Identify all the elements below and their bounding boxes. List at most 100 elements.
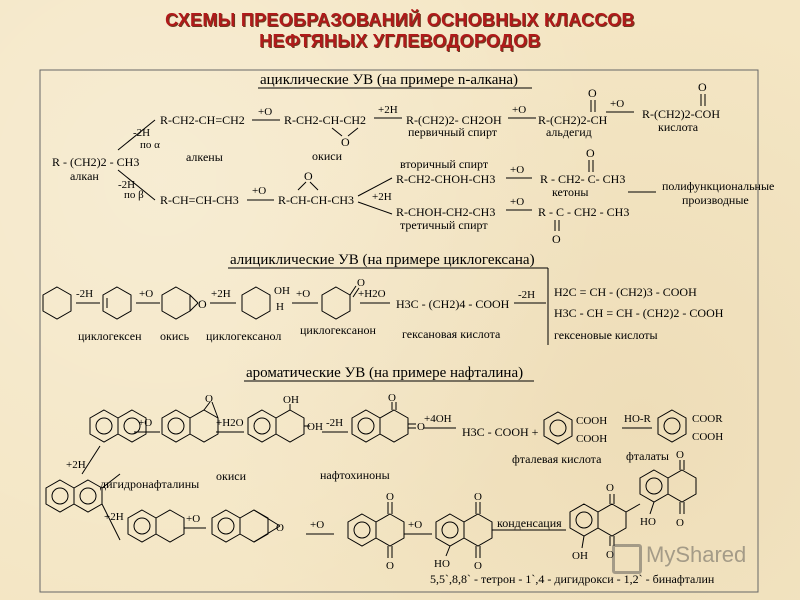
cyclohexane-ring: [42, 286, 72, 320]
acyclic-section: ациклические УВ (на примере n-алкана) R …: [52, 72, 774, 246]
reagent-o-arom-1: +O: [138, 417, 152, 429]
cyclohexanone-co-bond-a: [349, 285, 357, 296]
reagent-h2o-alicyclic: +H2O: [358, 288, 386, 300]
epoxide-2-arom-oxygen: O: [276, 522, 284, 534]
epoxide-arom-oxygen: O: [205, 393, 213, 405]
quinone-2-oxygen-top: O: [386, 491, 394, 503]
epoxide-2-oxygen: O: [304, 169, 313, 183]
aromatic-header: ароматические УВ (на примере нафталина): [246, 365, 523, 381]
phthalate-ring: [657, 409, 687, 443]
reagent-h2o-arom: +H2O: [216, 417, 244, 429]
cyclohexene-ring: [102, 286, 132, 320]
aldehyde-oxygen: O: [588, 86, 597, 100]
primary-alcohol-label: первичный спирт: [408, 125, 498, 139]
alkene-1: R-CH2-CH=CH2: [160, 113, 245, 127]
aromatic-section: ароматические УВ (на примере нафталина) …: [45, 365, 723, 586]
phthalates-label: фталаты: [626, 449, 669, 463]
naphthoquinone-1: [351, 402, 416, 443]
tetrone-oxygen-3: O: [676, 449, 684, 461]
branch-to-secondary-alcohol: [357, 177, 393, 197]
hydroxy-naphthoquinone: [435, 502, 493, 558]
epoxides-arom-label: окиси: [216, 469, 247, 483]
carboxylic-acid: R-(CH2)2-COH: [642, 107, 720, 121]
reagent-hor: HO-R: [624, 413, 652, 425]
hexenoic-acid-1: H2C = CH - (CH2)3 - COOH: [554, 285, 697, 299]
watermark: MyShared: [612, 538, 762, 578]
tetrone-oxygen-2: O: [606, 549, 614, 561]
reagent-o-1: +O: [258, 106, 272, 118]
secondary-alcohol-label: вторичный спирт: [400, 157, 489, 171]
hq-oxygen-bottom: O: [474, 560, 482, 572]
cyclohexanol-oh: OH: [274, 285, 290, 297]
tetrone-oxygen-1: O: [606, 482, 614, 494]
ketones-label: кетоны: [552, 185, 588, 199]
cyclohexanol-ring: [241, 286, 271, 320]
branch-to-dihydro-top: [101, 473, 121, 489]
cyclohexanol-h: H: [276, 301, 284, 313]
phthalate-coor: COOR: [692, 413, 723, 425]
hexanoic-acid-label: гексановая кислота: [402, 327, 501, 341]
reagent-m2h-arom: -2H: [326, 417, 343, 429]
alkene-2: R-CH=CH-CH3: [160, 193, 239, 207]
hq-ho: HO: [434, 558, 450, 570]
reagent-o-5: +O: [510, 164, 524, 176]
naphthoquinone-oxygen-top: O: [388, 392, 396, 404]
epoxide-label: окись: [160, 329, 190, 343]
cyclohexanone-co-bond-b: [352, 287, 360, 298]
tetrone-oh: OH: [572, 550, 588, 562]
epoxide-2-bond-right: [309, 181, 319, 191]
alicyclic-header: алициклические УВ (на примере циклогекса…: [230, 252, 535, 268]
epoxide-1-oxygen: O: [341, 135, 350, 149]
naphthalene-1: [89, 409, 147, 443]
tetrone-ho: HO: [640, 516, 656, 528]
diol-oh-right: OH: [307, 421, 323, 433]
reagent-2h-1: +2H: [378, 104, 398, 116]
aldehyde-label: альдегид: [546, 125, 592, 139]
reagent-o-arom-2: +O: [186, 513, 200, 525]
naphthalene-epoxide: [161, 401, 219, 443]
naphthoquinone-oxygen-right: O: [417, 421, 425, 433]
epoxide-1-bond-right: [347, 127, 359, 137]
reagent-o-alicyclic-2: +O: [296, 288, 310, 300]
reagent-o-arom-4: +O: [408, 519, 422, 531]
reagent-o-arom-3: +O: [310, 519, 324, 531]
reagent-2h-arom-1: +2H: [66, 459, 86, 471]
branch-line-bottom: [117, 169, 156, 201]
acid-label: кислота: [658, 120, 699, 134]
binaphthalene-caption: 5,5`,8,8` - тетрон - 1`,4 - дигидрокси -…: [430, 572, 715, 586]
hq-oxygen-top: O: [474, 491, 482, 503]
acetic-acid: H3C - COOH +: [462, 425, 539, 439]
slide-title: СХЕМЫ ПРЕОБРАЗОВАНИЙ ОСНОВНЫХ КЛАССОВ НЕ…: [0, 10, 800, 52]
reagent-m2h: -2H: [76, 288, 93, 300]
naphthalene-epoxide-2: [211, 509, 281, 543]
title-line-1: СХЕМЫ ПРЕОБРАЗОВАНИЙ ОСНОВНЫХ КЛАССОВ: [165, 10, 635, 30]
hexenoic-acids-label: гексеновые кислоты: [554, 328, 658, 342]
branch-to-dihydro-bottom: [101, 503, 121, 541]
cyclohexanol-label: циклогексанол: [206, 329, 281, 343]
epoxide-1: R-CH2-CH-CH2: [284, 113, 366, 127]
hexanoic-acid: H3C - (CH2)4 - COOH: [396, 297, 510, 311]
condensation-label: конденсация: [497, 516, 562, 530]
reagent-o-alicyclic-1: +O: [139, 288, 153, 300]
bottom-branch-position: по β: [124, 189, 144, 201]
naphthoquinone-2: [347, 502, 405, 558]
top-branch-reagent: -2H: [133, 127, 150, 139]
acid-oxygen: O: [698, 80, 707, 94]
binaphthalene-tetrone: [569, 460, 697, 549]
watermark-text: MyShared: [646, 542, 747, 567]
cyclohexanone-ring: [321, 286, 351, 320]
alkane-formula: R - (CH2)2 - CH3: [52, 155, 139, 169]
alkenes-label: алкены: [186, 150, 223, 164]
phthalic-cooh-1: COOH: [576, 415, 607, 427]
reagent-2h-2: +2H: [372, 191, 392, 203]
reagent-4oh: +4OH: [424, 413, 452, 425]
epoxide-1-bond-left: [331, 127, 343, 137]
phthalate-cooh: COOH: [692, 431, 723, 443]
phthalic-cooh-2: COOH: [576, 433, 607, 445]
dihydronaphthalene: [127, 509, 185, 543]
dihydronaphthalenes-label: дигидронафталины: [100, 477, 199, 491]
epoxide-2-bond-left: [297, 181, 307, 191]
naphthoquinones-label: нафтохиноны: [320, 468, 390, 482]
diol-oh-top: OH: [283, 394, 299, 406]
